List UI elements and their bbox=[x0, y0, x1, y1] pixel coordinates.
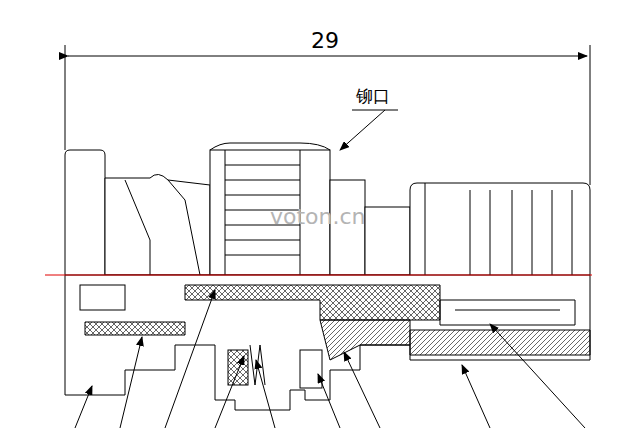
center-line bbox=[45, 275, 592, 276]
part-note: 铆口 bbox=[355, 88, 391, 105]
dimension-value: 29 bbox=[310, 30, 340, 52]
leader-lines bbox=[75, 290, 585, 428]
watermark: voton.cn bbox=[270, 206, 366, 228]
connector-outline bbox=[65, 143, 590, 275]
cross-section bbox=[65, 275, 590, 410]
